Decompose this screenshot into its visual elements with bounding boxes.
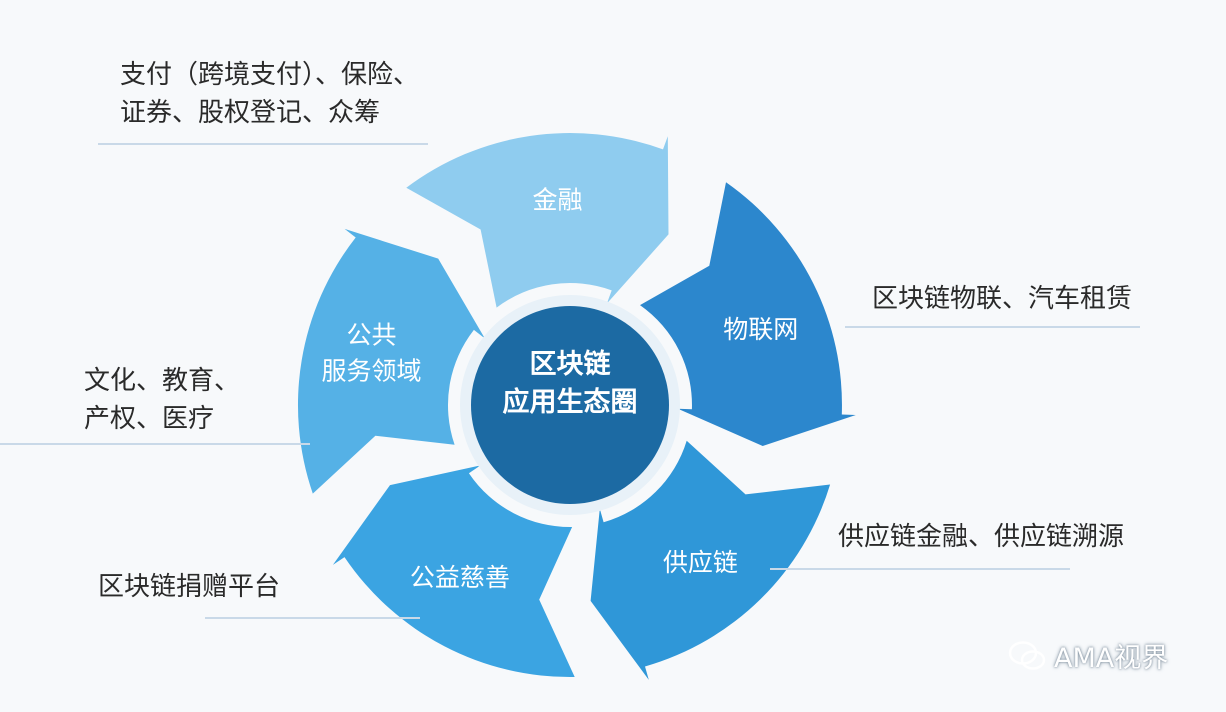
annotation-iot-line1: 区块链物联、汽车租赁	[872, 284, 1133, 314]
annotation-public-line1: 文化、教育、	[84, 366, 241, 396]
center-label-line2: 应用生态圈	[503, 386, 638, 418]
rule-finance	[98, 143, 428, 145]
rule-iot	[845, 326, 1140, 328]
watermark: AMA视界	[1008, 636, 1168, 675]
segment-charity	[332, 465, 575, 678]
segment-supply	[590, 440, 831, 680]
segment-label-iot: 物联网	[723, 315, 798, 344]
rule-charity	[205, 617, 420, 619]
segment-label-public-line1: 公共	[346, 321, 396, 350]
annotation-charity: 区块链捐赠平台	[98, 568, 280, 606]
annotation-finance: 支付（跨境支付）、保险、 证券、股权登记、众筹	[120, 56, 419, 132]
annotation-public-line2: 产权、医疗	[84, 404, 215, 434]
center-label-line1: 区块链	[530, 348, 611, 380]
watermark-text: AMA视界	[1054, 643, 1169, 674]
annotation-supply: 供应链金融、供应链溯源	[838, 518, 1124, 556]
annotation-iot: 区块链物联、汽车租赁	[872, 280, 1132, 318]
segment-label-supply: 供应链	[663, 548, 738, 577]
rule-public	[0, 443, 310, 445]
annotation-supply-line1: 供应链金融、供应链溯源	[838, 522, 1125, 552]
cycle-segments	[297, 133, 856, 680]
center-disc	[471, 306, 669, 504]
segment-label-public-line2: 服务领域	[321, 357, 421, 386]
rule-supply	[770, 568, 1070, 570]
segment-label-finance: 金融	[532, 185, 582, 214]
annotation-finance-line2: 证券、股权登记、众筹	[120, 98, 381, 128]
segment-finance	[406, 133, 669, 308]
annotation-public: 文化、教育、 产权、医疗	[84, 362, 240, 438]
segment-iot	[640, 182, 856, 446]
segment-label-charity: 公益慈善	[410, 563, 510, 592]
wechat-icon	[1008, 640, 1046, 670]
annotation-finance-line1: 支付（跨境支付）、保险、	[120, 60, 420, 90]
segment-public	[297, 228, 485, 494]
annotation-charity-line1: 区块链捐赠平台	[98, 572, 281, 602]
